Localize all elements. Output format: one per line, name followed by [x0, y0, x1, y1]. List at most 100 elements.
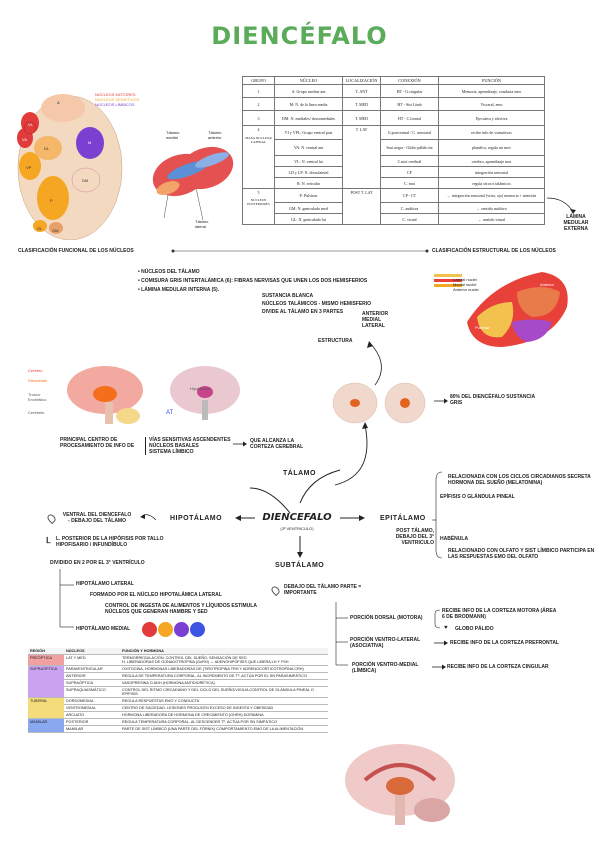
table-cell: M: N. de la línea media	[274, 97, 343, 111]
table-cell: C. auditiva	[380, 202, 439, 214]
legend-sensory: NÚCLEOS SENSITIVOS	[95, 97, 140, 102]
func-line: TERMORREGULACIÓN, CONTROL DEL SUEÑO, SEN…	[122, 656, 247, 660]
struct-label-pulvinar: Pulvinar	[475, 325, 490, 330]
diagram-label-vl: VL	[28, 122, 33, 127]
table-cell: 2	[242, 97, 275, 111]
divide-parts: ANTERIOR MEDIAL LATERAL	[362, 311, 402, 329]
brain-coronal-figure	[332, 382, 426, 424]
hipotalamo-medial: HIPOTÁLAMO MEDIAL	[76, 626, 131, 632]
epitalamo-bracket	[432, 471, 443, 559]
table-row: VENTROMEDIAL CENTRO DE SACIEDAD. LESIONE…	[28, 704, 328, 712]
table-cell: regula otros n talámicos	[438, 177, 545, 189]
hipotalamo-lateral-formed: FORMADO POR EL NÚCLEO HIPOTALÁMICA LATER…	[90, 592, 222, 598]
epitalamo-item: EPÍFISIS O GLÁNDULA PINEAL	[440, 494, 515, 500]
table-row: SUPRAQUIASMÁTICO CONTROL DEL RITMO CIRCA…	[28, 686, 328, 698]
table-cell: planifica, regula mt mov	[438, 139, 545, 156]
lamina-label: LÁMINA MEDULAR EXTERNA	[563, 214, 589, 232]
diagram-label-gm: GM	[52, 228, 59, 233]
table-cell: OXITOCINA, HORMONAS LIBERADORAS DE (TIRO…	[120, 665, 328, 673]
table-cell: GL: N. geniculado lat	[274, 213, 343, 225]
table-cell: 4 MASA NUCLEAR LATERAL	[242, 125, 275, 189]
branch-epitalamo: EPITÁLAMO	[380, 515, 426, 522]
bullet-text: LÁMINA MEDULAR INTERNA (5).	[141, 287, 220, 293]
caption-connector	[171, 249, 429, 253]
epitalamo-item: HABÉNULA	[440, 536, 469, 542]
talamo-up-arrow-icon	[334, 422, 368, 486]
table-cell: GM: N. geniculado med	[274, 202, 343, 214]
table-cell: Ejecutiva y afectiva	[438, 110, 545, 126]
diagram-label-dm: DM	[82, 178, 89, 183]
table-cell: VASOPRESINA O ADH (HORMONA ANTIDIURÉTICA…	[120, 679, 328, 687]
center-title: DIENCEFALO	[262, 512, 332, 523]
brain-label-tronco: Tronco Encefálico	[28, 392, 47, 402]
portion-dorsal-extra: GLOBO PÁLIDO	[455, 626, 494, 632]
thalamus-nuclei-figure	[17, 94, 123, 241]
principal-result: QUE ALCANZA LA CORTEZA CEREBRAL	[250, 438, 304, 450]
hipotalamo-lateral: HIPOTÁLAMO LATERAL	[76, 581, 134, 587]
table-row: 3 DM: N. mediales/ dorsomediales T. MED …	[242, 110, 545, 126]
hypo-region-preoptica: PREÓPTICA	[28, 654, 64, 666]
table-cell: PARTE DE SIST LÍMBICO (UNA PARTE DEL FÓR…	[120, 725, 328, 733]
diagram-label-vp: VP	[26, 165, 32, 170]
principal-vias: VÍAS SENSITIVAS ASCENDENTES NÚCLEOS BASA…	[145, 437, 240, 455]
table-cell: Sust negra - Globo pálido int	[380, 139, 439, 156]
brain-label-cerebelo: Cerebelo	[28, 410, 45, 415]
table-cell: CENTRO DE SACIEDAD. LESIONES PRODUCEN EX…	[120, 704, 328, 712]
part-medial: MEDIAL	[362, 317, 382, 323]
table-row: GM: N. geniculado med C. auditiva ← sent…	[243, 202, 545, 214]
bullet-item: • NÚCLEOS DEL TÁLAMO	[138, 269, 200, 275]
table-row: VA: N. ventral ant Sust negra - Globo pá…	[243, 139, 545, 156]
location-pin-icon	[45, 512, 58, 525]
hipotalamo-divided: DIVIDIDO EN 2 POR EL 3° VENTRÍCULO	[50, 560, 145, 566]
table-cell: DM: N. mediales/ dorsomediales	[274, 110, 343, 126]
table-cell: 5 NÚCLEOS POSTERIORES	[242, 188, 275, 225]
table-header-nucleo: NÚCLEO	[274, 76, 343, 85]
arrow-left-icon	[140, 514, 157, 521]
functional-caption: CLASIFICACIÓN FUNCIONAL DE LOS NÚCLEOS	[18, 248, 134, 254]
table-cell: SUPRAÓPTICA	[64, 679, 120, 687]
table-row: ANTERIOR REGULA DE TEMPERATURA CORPORAL,…	[28, 672, 328, 680]
table-cell: integración sensorial	[438, 166, 545, 178]
hipotalamo-posterior: L. POSTERIOR DE LA HIPÓFISIS POR TALLO H…	[56, 536, 164, 548]
brain-sagittal-image	[50, 360, 250, 435]
table-row: MAMILAR PARTE DE SIST LÍMBICO (UNA PARTE…	[28, 725, 328, 733]
struct-legend-anterior: Anterior nuclei	[453, 287, 479, 292]
table-cell: LAT Y MED	[64, 654, 120, 666]
hipotalamo-lateral-function: CONTROL DE INGESTA DE ALIMENTOS Y LÍQUID…	[105, 603, 257, 615]
table-cell: T. LAT	[342, 125, 381, 189]
hipotalamo-tree	[59, 569, 74, 628]
brain-bottom-figure	[345, 744, 455, 825]
mindmap-arrows	[235, 469, 365, 558]
table-cell: VI y VPL: Grupo ventral post	[274, 125, 343, 140]
arrow-right-icon	[233, 441, 247, 447]
portion-bracket	[434, 609, 441, 629]
table-cell: Memoria, aprendizaje, conducta emo	[438, 84, 545, 98]
table-cell: MAMILAR	[64, 725, 120, 733]
dot-blue	[190, 622, 205, 637]
arrow-right-icon	[432, 664, 446, 670]
table-cell: C.mot cerebral	[380, 155, 439, 167]
table-cell: TERMORREGULACIÓN, CONTROL DEL SUEÑO, SEN…	[120, 654, 328, 666]
dot-red	[142, 622, 157, 637]
hypo-header-funcion: FUNCIÓN Y HORMONA	[120, 648, 328, 655]
diagram-label-gl: GL	[37, 226, 43, 231]
table-cell: SUPRAQUIASMÁTICO	[64, 686, 120, 698]
table-row: 4 MASA NUCLEAR LATERAL VI y VPL: Grupo v…	[242, 125, 545, 189]
diagram-label-p: P	[50, 198, 53, 203]
arrow-right-icon	[434, 640, 448, 646]
table-cell: T. MED	[342, 97, 381, 111]
via-item: SISTEMA LÍMBICO	[149, 449, 194, 455]
group-label-posterior: NÚCLEOS POSTERIORES	[247, 198, 270, 206]
table-row: 1 A: Grupo nuclear ant T. ANT HT - G.cin…	[242, 84, 545, 98]
table-row: PREÓPTICA LAT Y MED TERMORREGULACIÓN, CO…	[28, 654, 328, 666]
legend-motor: NÚCLEOS MOTORES	[95, 92, 136, 97]
table-cell: ANTERIOR	[64, 672, 120, 680]
table-cell: C. mot	[380, 177, 439, 189]
globo-palido-icon: ♥	[444, 625, 448, 631]
struct-legend-medial: Medial nuclei	[453, 282, 477, 287]
part-anterior: ANTERIOR	[362, 311, 389, 317]
hypo-header-nucleos: NÚCLEOS	[64, 648, 120, 655]
table-cell: 3	[242, 110, 275, 126]
hypo-region-supraoptica: SUPRAÓPTICA	[28, 665, 64, 698]
table-cell: P: Pulvinar	[274, 188, 343, 203]
